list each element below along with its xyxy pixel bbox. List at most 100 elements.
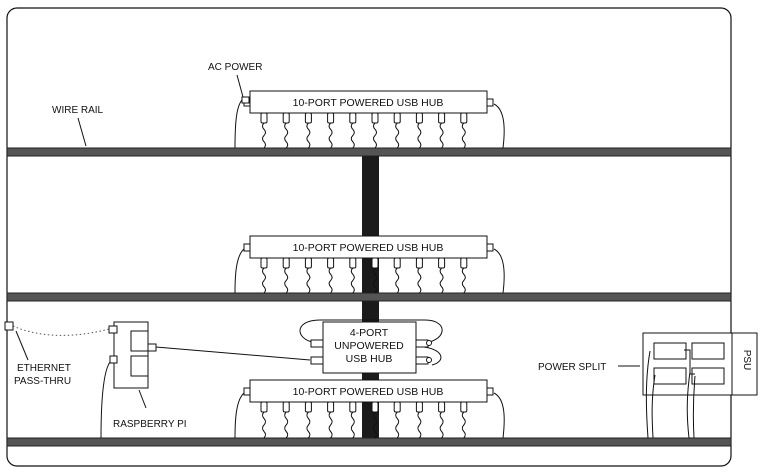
usb-device-cable xyxy=(328,411,333,439)
usb-port-plug xyxy=(460,257,468,269)
hub-right-jack xyxy=(486,387,494,396)
usb-device-cable xyxy=(439,267,444,294)
usb-port-plug xyxy=(415,401,423,413)
usb-device-cable xyxy=(461,122,466,149)
usb-port-plug xyxy=(393,257,401,269)
raspberry-pi-pointer xyxy=(138,389,147,409)
usb-device-cable xyxy=(262,122,266,149)
hub-bottom-right-cable xyxy=(493,392,505,439)
wire-rail-bottom xyxy=(6,437,732,447)
ac-power-label: AC POWER xyxy=(208,62,262,73)
usb-device-cable xyxy=(373,122,377,149)
usb-port-plug xyxy=(371,401,379,413)
hub-middle-left-cable xyxy=(234,248,245,294)
usb-port-plug xyxy=(282,401,290,413)
wire-rail-middle xyxy=(6,292,732,302)
wire-rail-pointer xyxy=(77,117,87,147)
usb-device-cable xyxy=(306,122,311,149)
usb-port-plug xyxy=(393,112,401,124)
usb-device-cable xyxy=(439,411,444,439)
usb-device-cable xyxy=(461,267,466,294)
usb-device-cable xyxy=(417,411,422,439)
usb-port-plug xyxy=(460,401,468,413)
usb-port-plug xyxy=(460,112,468,124)
wire-rail-top xyxy=(6,147,732,157)
usb-device-cable xyxy=(373,411,377,439)
usb-port-plug xyxy=(304,112,312,124)
usb-port-plug xyxy=(282,257,290,269)
ethernet-cable xyxy=(12,325,110,336)
usb-hub-bottom-label: 10-PORT POWERED USB HUB xyxy=(293,386,444,398)
usb-device-cable xyxy=(395,411,400,439)
ac-power-pointer xyxy=(236,74,244,98)
usb-device-cable xyxy=(417,267,422,294)
pi-power-cable xyxy=(100,361,111,439)
usb-hub-middle-label: 10-PORT POWERED USB HUB xyxy=(293,242,444,254)
usb-port-plug xyxy=(371,257,379,269)
usb-port-plug xyxy=(371,112,379,124)
hub-left-jack xyxy=(243,243,251,252)
usb-device-cable xyxy=(461,411,466,439)
usb-port-plug xyxy=(327,257,335,269)
usb-port-plug xyxy=(415,257,423,269)
usb-port-plug xyxy=(327,401,335,413)
usb-port-plug xyxy=(349,112,357,124)
hub-right-jack xyxy=(486,243,494,252)
psu-label: PSU xyxy=(741,350,752,371)
hub-top-right-cable xyxy=(493,103,505,149)
unpowered-hub-label-line2: UNPOWERED xyxy=(334,340,404,352)
usb-device-cable xyxy=(284,267,289,294)
usb-device-cable xyxy=(262,411,266,439)
hub-right-jack xyxy=(486,98,494,107)
ethernet-label-line1: ETHERNET xyxy=(17,363,71,374)
usb-port-plug xyxy=(327,112,335,124)
usb-port-plug xyxy=(260,112,268,124)
usb-port-plug xyxy=(260,257,268,269)
usb-port-plug xyxy=(438,257,446,269)
usb-port-plug xyxy=(304,401,312,413)
power-split-label: POWER SPLIT xyxy=(538,362,606,373)
usb-device-cable xyxy=(350,411,355,439)
usb-port-plug xyxy=(260,401,268,413)
usb-device-cable xyxy=(350,122,355,149)
usb-device-cable xyxy=(262,267,266,294)
usb-device-cable xyxy=(284,411,289,439)
usb-device-cable xyxy=(306,411,311,439)
raspberry-pi xyxy=(108,321,157,389)
usb-device-cable xyxy=(306,267,311,294)
hub-left-jack xyxy=(243,387,251,396)
usb-device-cable xyxy=(373,267,377,294)
usb-hub-top-label: 10-PORT POWERED USB HUB xyxy=(293,97,444,109)
usb-port-plug xyxy=(415,112,423,124)
unpowered-hub-label-line1: 4-PORT xyxy=(350,327,389,339)
power-split-cables xyxy=(645,350,696,439)
usb-device-cable xyxy=(395,122,400,149)
ethernet-pointer xyxy=(15,330,29,361)
usb-device-cable xyxy=(328,267,333,294)
pi-to-hub-cable xyxy=(155,346,311,361)
psu-unit: PSU xyxy=(642,332,758,396)
usb-device-cable xyxy=(350,267,355,294)
usb-device-cable xyxy=(328,122,333,149)
unpowered-hub-label-line3: USB HUB xyxy=(346,353,393,365)
hub-bottom-left-cable xyxy=(234,392,245,439)
usb-hub-top: 10-PORT POWERED USB HUB xyxy=(243,90,494,149)
usb-device-cable xyxy=(417,122,422,149)
usb-device-cable xyxy=(395,267,400,294)
usb-device-cable xyxy=(284,122,289,149)
usb-hub-bottom: 10-PORT POWERED USB HUB xyxy=(243,379,494,439)
usb-port-plug xyxy=(282,112,290,124)
unpowered-usb-hub: 4-PORT UNPOWERED USB HUB xyxy=(299,319,443,374)
raspberry-pi-label: RASPBERRY PI xyxy=(113,419,187,430)
usb-port-plug xyxy=(438,401,446,413)
usb-port-plug xyxy=(304,257,312,269)
hub-middle-right-cable xyxy=(493,248,505,294)
usb-hub-middle: 10-PORT POWERED USB HUB xyxy=(243,235,494,294)
ac-power-plug xyxy=(241,96,250,104)
usb-port-plug xyxy=(349,401,357,413)
ethernet-label-line2: PASS-THRU xyxy=(14,376,71,387)
ethernet-jack xyxy=(4,321,14,331)
usb-device-cable xyxy=(439,122,444,149)
ac-power-cable xyxy=(234,98,244,149)
